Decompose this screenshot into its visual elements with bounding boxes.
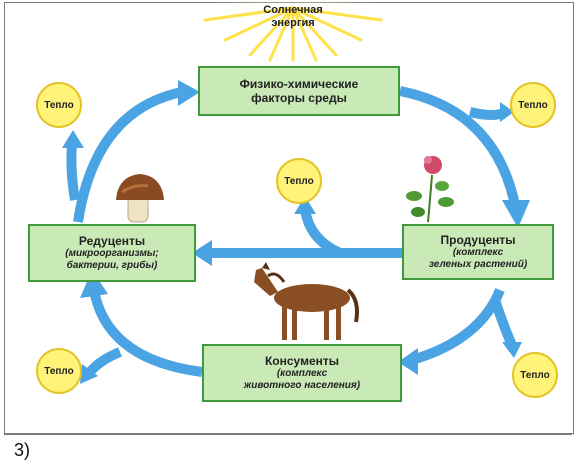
arrowhead-producers-to-reducers [192,240,212,266]
arrow-reducers-to-factors [73,87,184,223]
producers-title: Продуценты [440,233,516,247]
sun-label-line1: Солнечная [263,4,323,16]
arrowhead-heat-top-left [62,130,84,148]
horse-icon [254,262,359,340]
arrowhead-heat-bottom-right [502,342,522,358]
arrowhead-reducers [80,270,108,298]
reducers-sub2: бактерии, грибы) [66,260,158,271]
heat-circle-top-left: Тепло [36,82,82,128]
producers-sub2: зеленых растений) [428,259,528,270]
clover-flower-icon [406,156,454,223]
arrowhead-factors [178,80,200,106]
heat-circle-bottom-right: Тепло [512,352,558,398]
mushroom-icon [116,174,164,223]
consumers-sub2: животного населения) [243,380,361,391]
heat-label: Тепло [284,175,314,187]
arrow-heat-bottom-left [86,347,122,376]
producers-sub1: (комплекс [452,247,504,258]
arrow-consumers-to-reducers [90,293,203,377]
arrow-heat-top-left [66,144,80,201]
factors-line1: Физико-химические [239,77,359,91]
arrow-heat-center [300,208,343,258]
heat-circle-bottom-left: Тепло [36,348,82,394]
sun-label-line2: энергия [271,17,315,29]
reducers-title: Редуценты [78,234,146,248]
reducers-sub1: (микроорганизмы; [65,248,159,259]
heat-label: Тепло [44,365,74,377]
arrow-heat-top-right [468,107,508,120]
sun-energy-label: Солнечная энергия [248,4,338,30]
arrow-heat-bottom-right [490,298,517,348]
node-consumers: Консументы (комплекс животного населения… [202,344,402,402]
caption-area: 3) [4,434,572,467]
heat-label: Тепло [44,99,74,111]
heat-label: Тепло [520,369,550,381]
node-physico-chemical-factors: Физико-химические факторы среды [198,66,400,116]
caption-label: 3) [14,440,31,460]
arrowhead-heat-center [294,196,316,214]
consumers-sub1: (комплекс [276,368,328,379]
heat-circle-center: Тепло [276,158,322,204]
arrowhead-heat-top-right [500,102,514,122]
arrowhead-heat-bottom-left [80,364,98,384]
heat-circle-top-right: Тепло [510,82,556,128]
arrow-factors-to-producers [399,86,520,207]
arrowhead-producers [502,200,530,228]
arrowhead-consumers [398,348,418,375]
consumers-title: Консументы [264,354,339,368]
node-reducers: Редуценты (микроорганизмы; бактерии, гри… [28,224,196,282]
heat-label: Тепло [518,99,548,111]
node-producers: Продуценты (комплекс зеленых растений) [402,224,554,280]
sun-icon [198,0,388,70]
factors-line2: факторы среды [251,91,347,105]
arrow-producers-to-consumers [410,288,505,365]
